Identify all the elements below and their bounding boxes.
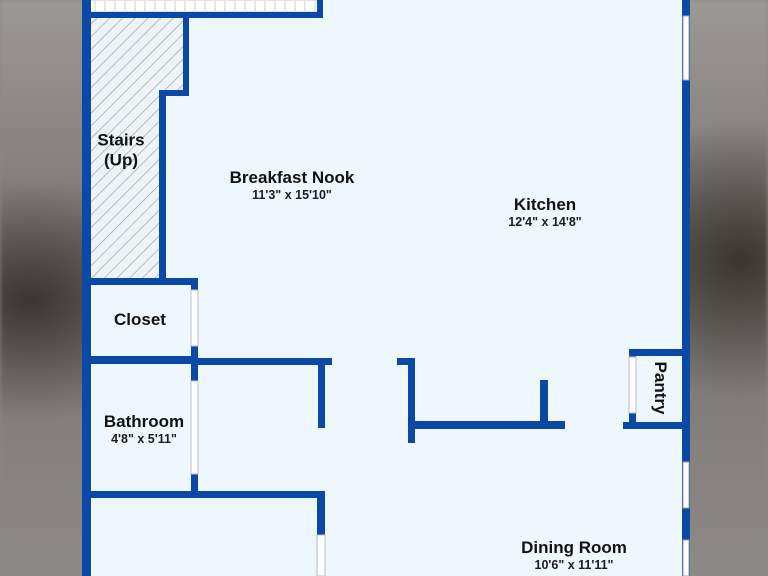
bathroom-name: Bathroom: [103, 412, 185, 432]
breakfast-nook-dimensions: 11'3" x 15'10": [252, 187, 332, 202]
top-rail: [88, 0, 320, 13]
pantry-label: Pantry: [650, 362, 670, 415]
breakfast-nook-name: Breakfast Nook: [229, 168, 355, 188]
openings: [190, 289, 637, 576]
dining-room-name: Dining Room: [521, 538, 627, 558]
stairs-label: Stairs (Up): [97, 130, 144, 169]
bathroom-dimensions: 4'8" x 5'11": [111, 431, 177, 446]
stairs-name: Stairs: [97, 130, 145, 150]
kitchen-name: Kitchen: [513, 195, 577, 215]
stairs-direction: (Up): [104, 150, 138, 169]
dining-room-label: Dining Room 10'6" x 11'11": [521, 538, 627, 572]
kitchen-label: Kitchen 12'4" x 14'8": [508, 195, 581, 229]
kitchen-dimensions: 12'4" x 14'8": [508, 214, 582, 229]
stairs-area: [91, 18, 188, 278]
bathroom-label: Bathroom 4'8" x 5'11": [104, 412, 184, 446]
walls: [82, 0, 690, 576]
breakfast-nook-label: Breakfast Nook 11'3" x 15'10": [230, 168, 355, 202]
pantry-name: Pantry: [650, 361, 670, 415]
closet-name: Closet: [114, 310, 166, 330]
closet-label: Closet: [114, 310, 166, 330]
dining-room-dimensions: 10'6" x 11'11": [534, 557, 614, 572]
windows: [682, 15, 690, 576]
